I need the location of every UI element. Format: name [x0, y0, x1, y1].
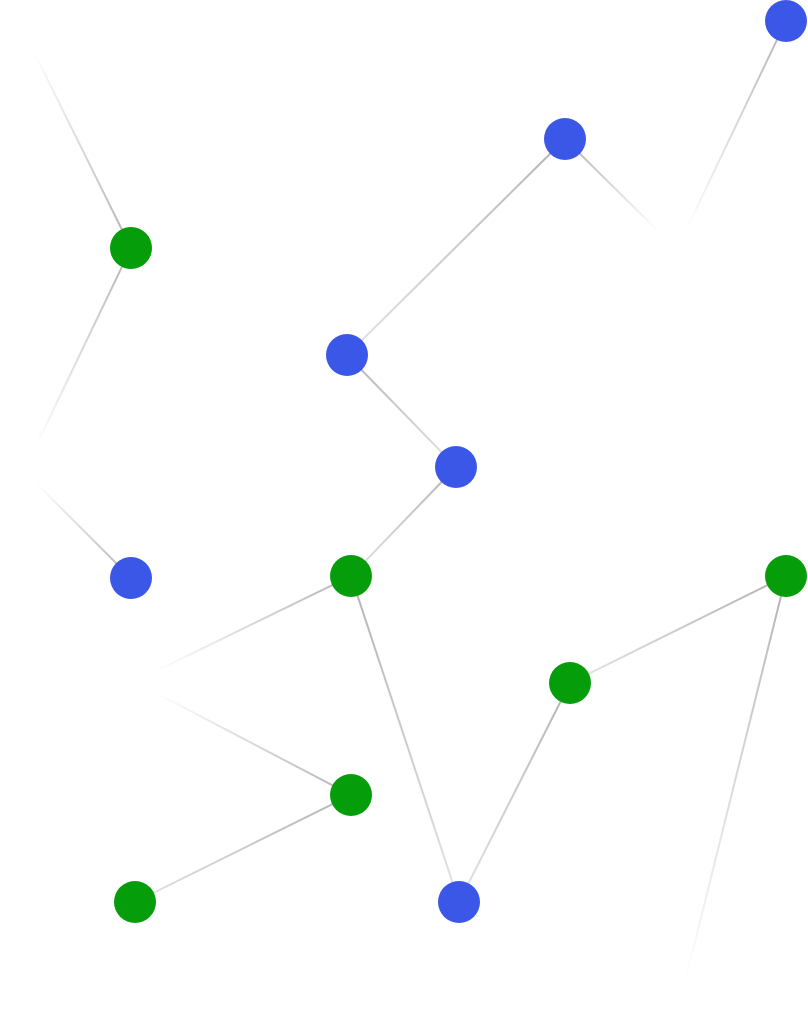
edge-green-center-to-blue-bottom-center: [350, 575, 460, 903]
node-green-right[interactable]: [765, 555, 807, 597]
edge-blue-center-right-to-green-center: [350, 466, 457, 577]
node-blue-upper-mid[interactable]: [544, 118, 586, 160]
edge-green-left-upper-to-open-c: [32, 49, 132, 249]
node-blue-center[interactable]: [326, 334, 368, 376]
node-green-center[interactable]: [330, 555, 372, 597]
node-green-left-upper[interactable]: [110, 227, 152, 269]
edge-blue-upper-mid-to-open-b: [564, 138, 660, 233]
node-green-bottom-left[interactable]: [114, 881, 156, 923]
edge-green-center-to-open-f: [153, 575, 352, 673]
edge-green-left-upper-to-open-d: [34, 247, 132, 449]
edge-green-right-to-green-center-right: [569, 575, 787, 684]
edge-blue-top-right-to-open-a: [685, 20, 787, 231]
edge-green-center-right-to-blue-bottom-center: [458, 682, 571, 903]
edge-green-center-lower-to-green-bottom-left: [134, 794, 352, 903]
node-green-center-lower[interactable]: [330, 774, 372, 816]
node-blue-center-right[interactable]: [435, 446, 477, 488]
node-blue-bottom-center[interactable]: [438, 881, 480, 923]
node-blue-top-right[interactable]: [765, 0, 807, 42]
edge-blue-upper-mid-to-blue-center: [346, 138, 566, 356]
node-blue-left-mid[interactable]: [110, 557, 152, 599]
edge-blue-center-to-blue-center-right: [346, 354, 457, 468]
edge-green-right-to-open-h: [684, 575, 787, 983]
edge-green-center-lower-to-open-g: [155, 692, 352, 796]
edges-layer: [32, 20, 787, 983]
nodes-layer: [110, 0, 807, 923]
edge-blue-left-mid-to-open-e: [35, 482, 132, 579]
node-green-center-right[interactable]: [549, 662, 591, 704]
